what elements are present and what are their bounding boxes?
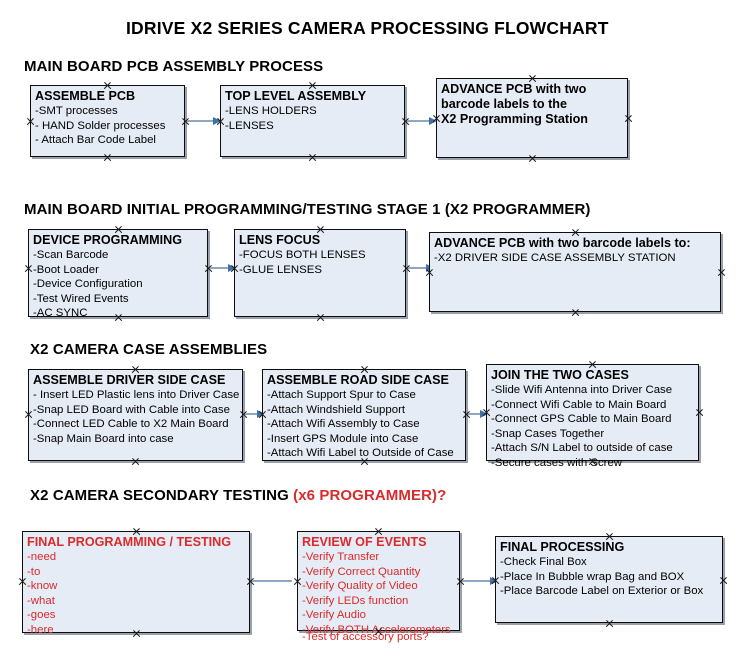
arrow-head-icon: [213, 117, 221, 125]
node-line: -Snap Cases Together: [491, 427, 605, 440]
node-line: X2 Programming Station: [441, 112, 588, 126]
node-line: -Verify BOTH Accelerometers: [302, 623, 451, 636]
node-heading: DEVICE PROGRAMMING: [33, 233, 183, 247]
connector-arrow: [408, 267, 428, 269]
node-heading: FINAL PROGRAMMING / TESTING: [27, 535, 232, 549]
node-heading: ADVANCE PCB with two: [441, 82, 587, 96]
arrow-head-icon: [228, 264, 236, 272]
page-title: IDRIVE X2 SERIES CAMERA PROCESSING FLOWC…: [126, 18, 609, 38]
node-line: -Scan Barcode: [33, 249, 109, 261]
node-line: -AC SYNC: [33, 307, 88, 320]
node-line: -Secure cases with Screw: [491, 456, 623, 469]
node-line: -FOCUS BOTH LENSES: [239, 249, 366, 261]
node-heading: ASSEMBLE PCB: [35, 89, 136, 103]
node-line: -X2 DRIVER SIDE CASE ASSEMBLY STATION: [434, 252, 676, 264]
node-line: -Verify LEDs function: [302, 594, 409, 607]
node-line: -Insert GPS Module into Case: [267, 432, 419, 445]
node-join-the-two-cases[interactable]: JOIN THE TWO CASES -Slide Wifi Antenna i…: [486, 364, 699, 469]
node-line: -Device Configuration: [33, 278, 143, 291]
node-line: -GLUE LENSES: [239, 263, 322, 276]
node-heading: TOP LEVEL ASSEMBLY: [225, 89, 367, 103]
node-heading: ADVANCE PCB with two barcode labels to:: [434, 236, 691, 250]
node-line: -Place Barcode Label on Exterior or Box: [500, 585, 704, 598]
node-heading: JOIN THE TWO CASES: [491, 368, 629, 382]
connector-arrow: [245, 413, 261, 415]
arrow-head-icon: [429, 117, 437, 125]
node-line: - Insert LED Plastic lens into Driver Ca…: [33, 389, 240, 401]
arrow-head-icon: [257, 410, 265, 418]
connector-arrow: [210, 267, 230, 269]
section-title-text: X2 CAMERA SECONDARY TESTING: [30, 487, 294, 504]
arrow-head-icon: [490, 577, 498, 585]
node-line: -Snap Main Board into case: [33, 432, 174, 445]
node-line: -Connect LED Cable to X2 Main Board: [33, 418, 229, 431]
connector-arrow: [407, 120, 431, 122]
section-title-accent: (x6 PROGRAMMER)?: [293, 487, 447, 504]
node-line: -Connect Wifi Cable to Main Board: [491, 398, 667, 411]
section-title-main-board-initial-programming-testing-stage-1: MAIN BOARD INITIAL PROGRAMMING/TESTING S…: [24, 201, 591, 218]
node-line: -here: [27, 623, 54, 636]
node-line: -Place In Bubble wrap Bag and BOX: [500, 570, 685, 583]
node-line: -LENSES: [225, 119, 274, 132]
node-line: -Attach Windshield Support: [267, 403, 406, 416]
node-lens-focus[interactable]: LENS FOCUS -FOCUS BOTH LENSES -GLUE LENS…: [234, 229, 406, 317]
node-final-programming-testing[interactable]: FINAL PROGRAMMING / TESTING -need -to -k…: [22, 531, 250, 636]
node-line: -Attach Wifi Assembly to Case: [267, 418, 420, 431]
node-heading: REVIEW OF EVENTS: [302, 535, 427, 549]
node-heading: LENS FOCUS: [239, 233, 321, 247]
node-overflow-line: -Test of accessory ports?: [302, 631, 429, 643]
node-line: -know: [27, 580, 58, 593]
connector-arrow: [468, 413, 484, 415]
node-line: -Verify Correct Quantity: [302, 565, 421, 578]
node-line: -Attach S/N Label to outside of case: [491, 442, 673, 455]
node-line: -Verify Quality of Video: [302, 580, 418, 593]
connector-line: [252, 580, 292, 582]
node-final-processing[interactable]: FINAL PROCESSING -Check Final Box -Place…: [495, 536, 723, 623]
node-line: -Attach Wifi Label to Outside of Case: [267, 447, 454, 460]
node-assemble-road-side-case[interactable]: ASSEMBLE ROAD SIDE CASE -Attach Support …: [262, 369, 466, 461]
node-line: -Snap LED Board with Cable into Case: [33, 403, 230, 416]
node-line: barcode labels to the: [441, 97, 567, 111]
node-line: - Attach Bar Code Label: [35, 134, 156, 147]
node-line: -Boot Loader: [33, 263, 99, 276]
node-line: -to: [27, 565, 41, 578]
node-heading: FINAL PROCESSING: [500, 540, 625, 554]
section-title-x2-camera-secondary-testing: X2 CAMERA SECONDARY TESTING (x6 PROGRAMM…: [30, 487, 446, 504]
node-top-level-assembly[interactable]: TOP LEVEL ASSEMBLY -LENS HOLDERS -LENSES: [220, 85, 405, 157]
node-line: -Verify Audio: [302, 609, 366, 622]
node-heading: ASSEMBLE DRIVER SIDE CASE: [33, 373, 226, 387]
node-line: -Verify Transfer: [302, 551, 380, 563]
node-review-of-events[interactable]: REVIEW OF EVENTS -Verify Transfer -Verif…: [297, 531, 460, 643]
arrow-head-icon: [480, 410, 488, 418]
connector-arrow: [462, 580, 492, 582]
node-line: -Attach Support Spur to Case: [267, 389, 416, 401]
node-line: -Check Final Box: [500, 556, 587, 568]
node-line: -SMT processes: [35, 105, 118, 117]
node-line: -goes: [27, 609, 56, 622]
node-line: -need: [27, 551, 57, 563]
node-line: -what: [27, 594, 55, 607]
node-assemble-driver-side-case[interactable]: ASSEMBLE DRIVER SIDE CASE - Insert LED P…: [28, 369, 243, 461]
node-line: -Test Wired Events: [33, 292, 129, 305]
connector-arrow: [187, 120, 215, 122]
node-heading: ASSEMBLE ROAD SIDE CASE: [267, 373, 449, 387]
node-device-programming[interactable]: DEVICE PROGRAMMING -Scan Barcode -Boot L…: [28, 229, 208, 319]
node-assemble-pcb[interactable]: ASSEMBLE PCB -SMT processes - HAND Solde…: [30, 85, 185, 157]
node-advance-pcb-to-x2-programming-station[interactable]: ADVANCE PCB with two barcode labels to t…: [436, 78, 628, 158]
node-line: -LENS HOLDERS: [225, 105, 317, 117]
section-title-main-board-pcb-assembly-process: MAIN BOARD PCB ASSEMBLY PROCESS: [24, 58, 324, 75]
section-title-x2-camera-case-assemblies: X2 CAMERA CASE ASSEMBLIES: [30, 341, 268, 358]
node-line: - HAND Solder processes: [35, 119, 166, 132]
node-line: -Slide Wifi Antenna into Driver Case: [491, 384, 673, 396]
node-line: -Connect GPS Cable to Main Board: [491, 413, 672, 426]
node-advance-pcb-to-driver-side-case-assembly[interactable]: ADVANCE PCB with two barcode labels to: …: [429, 232, 721, 312]
